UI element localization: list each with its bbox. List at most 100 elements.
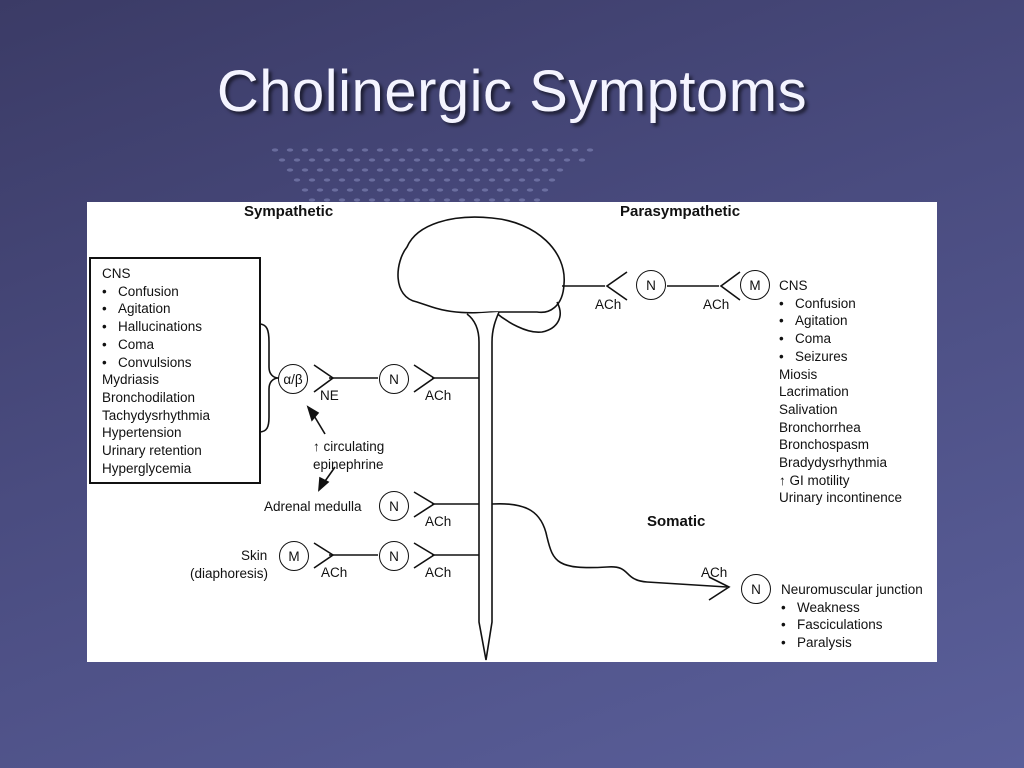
list-item: ↑ GI motility <box>779 472 850 488</box>
decorative-dot <box>428 198 436 202</box>
receptor-alpha-beta: α/β <box>278 364 308 394</box>
decorative-dot <box>301 168 309 172</box>
decorative-dot <box>488 198 496 202</box>
receptor-nicotinic: N <box>379 364 409 394</box>
list-item: Mydriasis <box>102 372 160 388</box>
decorative-dot <box>458 198 466 202</box>
receptor-nicotinic: N <box>741 574 771 604</box>
decorative-dot <box>511 168 519 172</box>
list-item: Coma <box>779 330 902 348</box>
decorative-dot <box>503 198 511 202</box>
circulating-label-2: epinephrine <box>313 457 384 472</box>
list-item: Weakness <box>781 599 923 617</box>
decorative-dot <box>496 168 504 172</box>
decorative-dot <box>398 198 406 202</box>
receptor-nicotinic: N <box>636 270 666 300</box>
decorative-dot <box>293 158 301 162</box>
heading-parasympathetic: Parasympathetic <box>620 203 741 220</box>
decorative-dot <box>518 158 526 162</box>
decorative-dot <box>556 168 564 172</box>
decorative-dot <box>563 158 571 162</box>
transmitter-label: ACh <box>425 388 452 403</box>
decorative-dot <box>421 188 429 192</box>
decorative-dot <box>338 198 346 202</box>
decorative-dot <box>533 198 541 202</box>
receptor-muscarinic: M <box>740 270 770 300</box>
decorative-dot <box>541 188 549 192</box>
decorative-dot <box>503 158 511 162</box>
list-item: Confusion <box>102 283 210 301</box>
decorative-dot <box>458 158 466 162</box>
list-item: Seizures <box>779 348 902 366</box>
decorative-dot <box>308 178 316 182</box>
decorative-dot <box>278 158 286 162</box>
somatic-symptom-list: Neuromuscular junction Weakness Fascicul… <box>781 581 923 652</box>
list-item: CNS <box>779 278 808 293</box>
list-item: Neuromuscular junction <box>781 582 923 597</box>
decorative-dot <box>533 158 541 162</box>
decorative-dot <box>511 188 519 192</box>
decorative-dot <box>301 188 309 192</box>
decorative-dot <box>331 148 339 152</box>
transmitter-label: ACh <box>703 297 730 312</box>
decorative-dot <box>301 148 309 152</box>
receptor-muscarinic: M <box>279 541 309 571</box>
decorative-dot <box>518 198 526 202</box>
list-item: Paralysis <box>781 634 923 652</box>
decorative-dot <box>413 158 421 162</box>
decorative-dot <box>526 188 534 192</box>
decorative-dot <box>421 148 429 152</box>
decorative-dot <box>361 188 369 192</box>
skin-label: Skin <box>241 548 268 563</box>
list-item: Hyperglycemia <box>102 460 192 476</box>
decorative-dot <box>368 198 376 202</box>
decorative-dot <box>406 168 414 172</box>
decorative-dot <box>368 178 376 182</box>
decorative-dot <box>316 148 324 152</box>
decorative-dot <box>466 188 474 192</box>
decorative-dot <box>511 148 519 152</box>
decorative-dot <box>331 188 339 192</box>
decorative-dot <box>473 158 481 162</box>
decorative-dot <box>376 168 384 172</box>
transmitter-label: ACh <box>425 514 452 529</box>
cerebellum-outline <box>494 301 561 333</box>
list-item: Fasciculations <box>781 616 923 634</box>
decorative-dot <box>451 148 459 152</box>
decorative-dot <box>436 188 444 192</box>
decorative-dot <box>406 148 414 152</box>
transmitter-label: ACh <box>321 565 348 580</box>
diagram-lines <box>89 216 741 661</box>
decorative-dot <box>526 168 534 172</box>
receptor-nicotinic: N <box>379 541 409 571</box>
decorative-dot <box>571 148 579 152</box>
decorative-dot <box>368 158 376 162</box>
brain-outline <box>397 216 565 314</box>
decorative-dot <box>533 178 541 182</box>
decorative-dot <box>316 188 324 192</box>
decorative-dots <box>271 148 594 202</box>
decorative-dot <box>466 168 474 172</box>
heading-somatic: Somatic <box>647 513 706 530</box>
transmitter-label: ACh <box>701 565 728 580</box>
decorative-dot <box>316 168 324 172</box>
decorative-dot <box>518 178 526 182</box>
list-item: CNS <box>102 266 131 281</box>
list-item: Coma <box>102 336 210 354</box>
decorative-dot <box>391 188 399 192</box>
decorative-dot <box>323 158 331 162</box>
decorative-dot <box>353 178 361 182</box>
decorative-dot <box>451 168 459 172</box>
decorative-dot <box>556 148 564 152</box>
decorative-dot <box>308 158 316 162</box>
decorative-dot <box>481 148 489 152</box>
decorative-dot <box>331 168 339 172</box>
skin-label-2: (diaphoresis) <box>190 566 269 581</box>
list-item: Agitation <box>779 312 902 330</box>
list-item: Agitation <box>102 300 210 318</box>
decorative-dot <box>383 198 391 202</box>
decorative-dot <box>353 158 361 162</box>
sympathetic-brace <box>258 323 280 433</box>
decorative-dot <box>428 158 436 162</box>
decorative-dot <box>541 168 549 172</box>
